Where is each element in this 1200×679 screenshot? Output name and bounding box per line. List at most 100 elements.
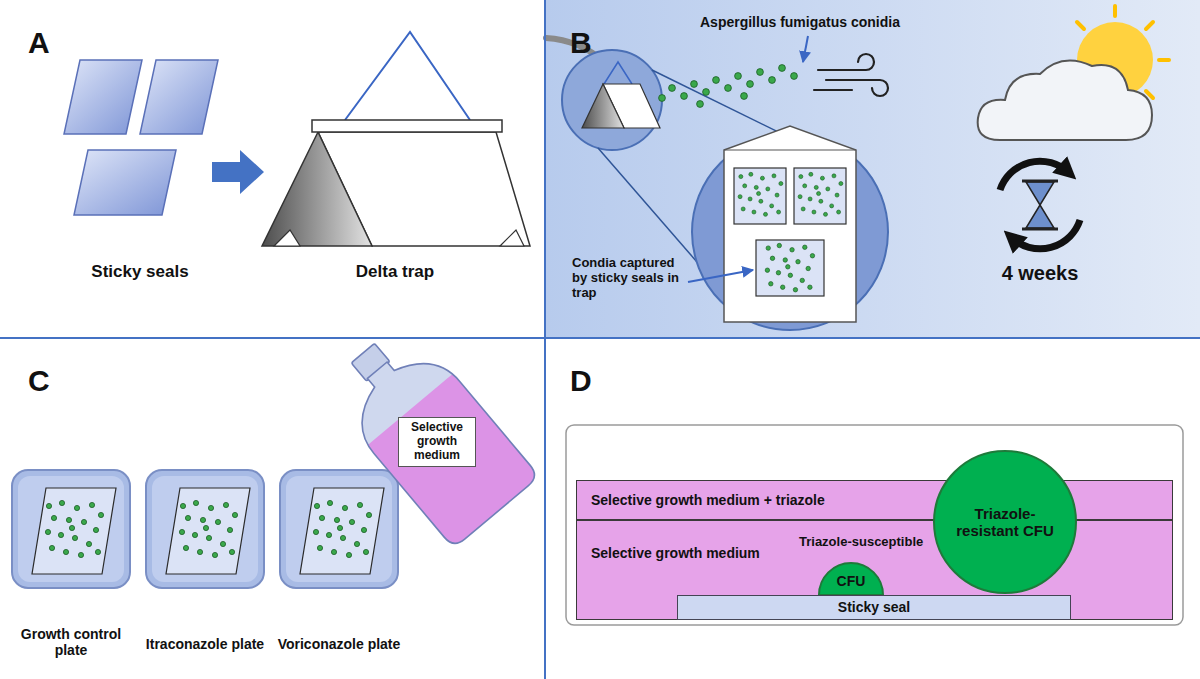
hourglass-cycle-icon-part [1022,180,1058,183]
duration-label: 4 weeks [985,262,1095,285]
panel-dividers-part [544,0,546,679]
wind-symbol [814,54,888,96]
sticky-seal-icons-part [74,150,176,215]
panel-letter: A [28,26,68,61]
sun-icon-part-part [1146,22,1153,29]
airborne-conidia-part [757,69,764,76]
petri-plates-part-part [18,476,124,582]
petri-plates-part [12,470,130,588]
petri-plates-part [146,470,264,588]
petri-plates [12,470,398,588]
hourglass-cycle-icon-part [1026,205,1054,228]
airborne-conidia [659,65,798,108]
airborne-conidia-part [747,81,754,88]
petri-plates-part-part [286,476,392,582]
airborne-conidia-part [659,95,666,102]
airborne-conidia-part [779,65,786,72]
node-subtext: CFU [791,573,911,589]
zoom-lines-part [598,148,697,262]
petri-plates-part-part [280,470,398,588]
callout-arrow [688,270,753,282]
trap-in-field [546,38,662,150]
colony-circle-shape [934,451,1076,593]
trap-close-up [692,126,888,330]
sticky-seal-bar: Sticky seal [677,595,1071,620]
petri-plates-part-part [300,488,384,574]
node-text: Selective growth medium [403,421,471,462]
panel-letter: C [28,364,68,399]
airborne-conidia-part [725,85,732,92]
petri-plates-part-part [166,488,250,574]
petri-plates-part-part [146,470,264,588]
trap-close-up-part-part [798,172,843,216]
petri-plates-part-part [45,500,103,557]
trap-close-up-part-part [738,172,783,216]
delta-trap-drawing-part [345,32,470,120]
part-label: Sticky seals [70,262,210,282]
medium-bottle-part [334,334,539,548]
label-box: Selective growth medium [398,417,476,467]
petri-plates-part-part [313,500,371,557]
wind-symbol-part [826,80,888,96]
airborne-conidia-part [791,73,798,80]
node-text: Triazole-susceptible [799,535,923,550]
node-text: Triazole-resistant CFU [950,505,1060,540]
delta-trap-drawing-part [262,132,372,246]
trap-close-up-part [734,168,786,224]
trap-close-up-part [794,168,846,224]
petri-plates-part-part [12,470,130,588]
hourglass-cycle-icon-part [1026,182,1054,205]
airborne-conidia-part [769,77,776,84]
wind-symbol-part [814,89,852,91]
trap-close-up-part [756,240,824,296]
trap-close-up-part-part [765,243,814,292]
sun-icon-part-part [1159,58,1169,62]
node-text: Selective growth medium [591,545,760,561]
sticky-seal-icons-part [140,60,218,134]
callout-label: Condia captured by sticky seals in trap [572,256,684,301]
wind-symbol-part [818,54,874,70]
delta-trap-drawing [262,32,530,246]
airborne-conidia-part [697,101,704,108]
panel-letter: D [570,364,610,399]
medium-bottle-part [364,371,544,554]
petri-plates-part-part [32,488,116,574]
plate-label: Itraconazole plate [135,636,275,652]
block-arrow [212,150,264,194]
petri-plates-part [280,470,398,588]
node-text: Sticky seal [838,599,910,615]
plate-label: Growth control plate [11,626,131,658]
medium-layer: Selective growth medium Triazole-suscepti… [576,520,1173,620]
sticky-seal-icons [64,60,218,215]
airborne-conidia-part [741,93,748,100]
pointer-arrow [803,36,808,62]
delta-trap-drawing-part [500,230,524,246]
organism-label: Aspergillus fumigatus conidia [700,14,960,30]
node-text: Selective growth medium + triazole [591,492,825,508]
trap-close-up-part [724,126,856,322]
medium-layer: Selective growth medium + triazole [576,480,1173,520]
medium-bottle [317,315,545,554]
airborne-conidia-part [713,77,720,84]
delta-trap-drawing-part [274,230,300,246]
hourglass-cycle-icon-part [1022,228,1058,231]
panel-background [546,0,1200,338]
part-label: Delta trap [330,262,460,282]
petri-plates-part-part [152,476,258,582]
airborne-conidia-part [735,73,742,80]
cloud-icon [978,61,1152,140]
trap-close-up-part [738,172,843,292]
airborne-conidia-part [691,81,698,88]
trap-in-field-part [562,50,662,150]
delta-trap-drawing-part [312,120,502,132]
trap-in-field-part [604,62,632,84]
colony-circle: Triazole-susceptibleCFU [791,535,931,595]
sun-icon-part-part [1077,22,1084,29]
colony-circle: Triazole-resistant CFU [933,450,1077,594]
panel-letter: B [570,26,610,61]
airborne-conidia-part [703,89,710,96]
hourglass-cycle-icon [1000,161,1080,249]
petri-plates-part-part [179,500,237,557]
